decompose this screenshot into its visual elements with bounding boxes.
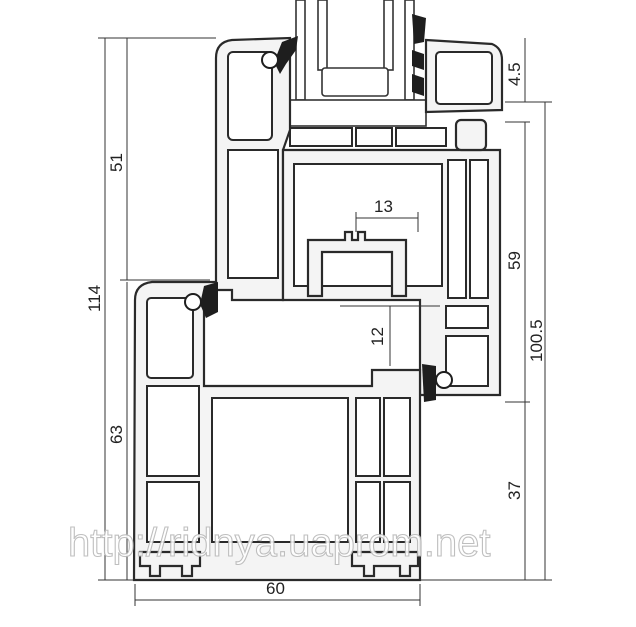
frame-profile [132,280,422,582]
dim-right-upper: 59 [505,251,524,270]
dim-sash-overall: 100.5 [527,319,546,362]
sash-profile [214,36,502,397]
glass-unit [285,0,447,147]
dim-bead-height: 4.5 [505,62,524,86]
dim-width: 60 [266,579,285,598]
glazing-bead [424,38,504,152]
dim-glazing-offset: 13 [374,197,393,216]
gaskets [184,14,453,402]
dim-total-height: 114 [85,285,104,312]
dim-rebate-depth: 12 [368,327,387,346]
dim-frame-low: 37 [505,481,524,500]
dimension-lines [98,37,552,606]
watermark-text: http://ridnya.uaprom.net [68,521,490,565]
dim-sash-height: 51 [107,153,126,172]
dim-frame-height: 63 [107,425,126,444]
